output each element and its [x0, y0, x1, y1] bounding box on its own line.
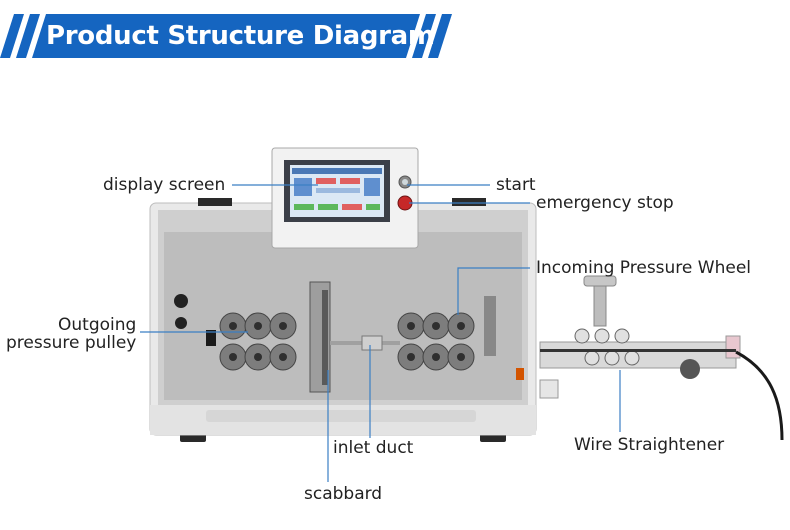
label-incoming-pressure-wheel: Incoming Pressure Wheel — [536, 258, 752, 278]
title-banner — [0, 14, 452, 58]
label-wire-straightener: Wire Straightener — [574, 435, 725, 455]
banner-title: Product Structure Diagram — [46, 21, 435, 51]
label-outgoing-line2: pressure pulley — [6, 333, 137, 353]
label-outgoing-line1: Outgoing — [58, 315, 137, 335]
label-emergency-stop: emergency stop — [536, 193, 674, 213]
label-inlet-duct: inlet duct — [333, 438, 414, 458]
label-display-screen: display screen — [103, 175, 226, 195]
label-scabbard: scabbard — [304, 484, 383, 504]
label-start: start — [496, 175, 536, 195]
